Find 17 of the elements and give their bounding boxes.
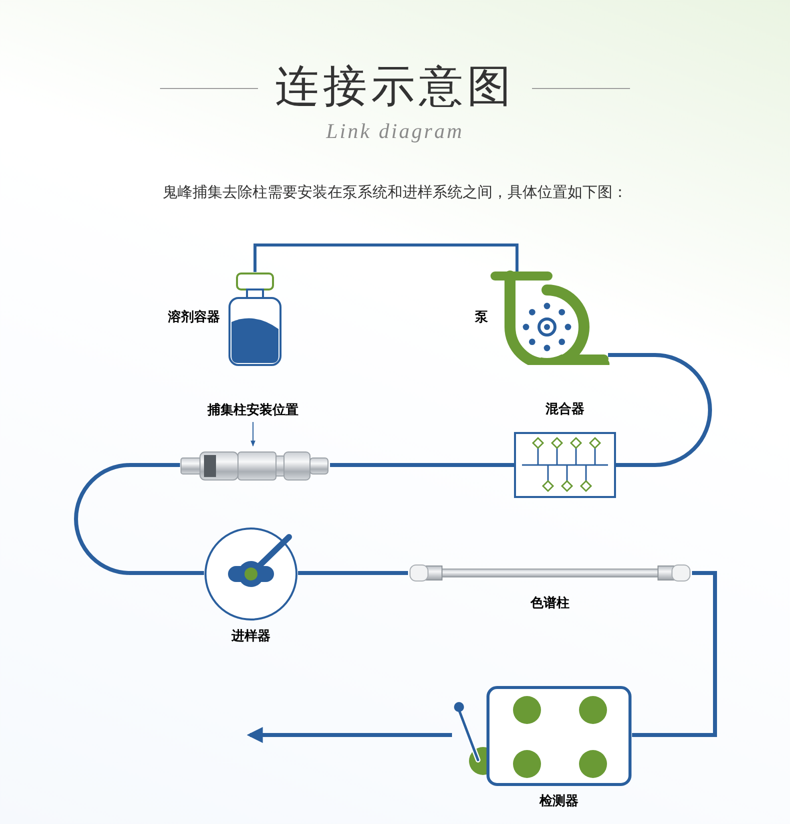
- subtitle: Link diagram: [325, 118, 465, 146]
- component-label: 混合器: [544, 401, 586, 420]
- title: 连接示意图: [274, 60, 516, 114]
- leader-arrow: [250, 422, 256, 447]
- intro-text: 鬼峰捕集去除柱需要安装在泵系统和进样系统之间，具体位置如下图：: [162, 182, 628, 203]
- tubing-line: [298, 571, 408, 575]
- tubing-line: [246, 727, 452, 743]
- component-label: 检测器: [538, 793, 580, 812]
- component-label: 色谱柱: [529, 594, 570, 614]
- tubing-line: [632, 571, 717, 737]
- component-label: 溶剂容器: [167, 308, 220, 328]
- tubing-line: [330, 463, 514, 467]
- installation-position-label: 捕集柱安装位置: [190, 400, 316, 422]
- tubing-line: [608, 353, 712, 467]
- component-label: 进样器: [230, 628, 272, 646]
- tubing-line: [74, 463, 204, 575]
- component-label: 泵: [474, 309, 488, 328]
